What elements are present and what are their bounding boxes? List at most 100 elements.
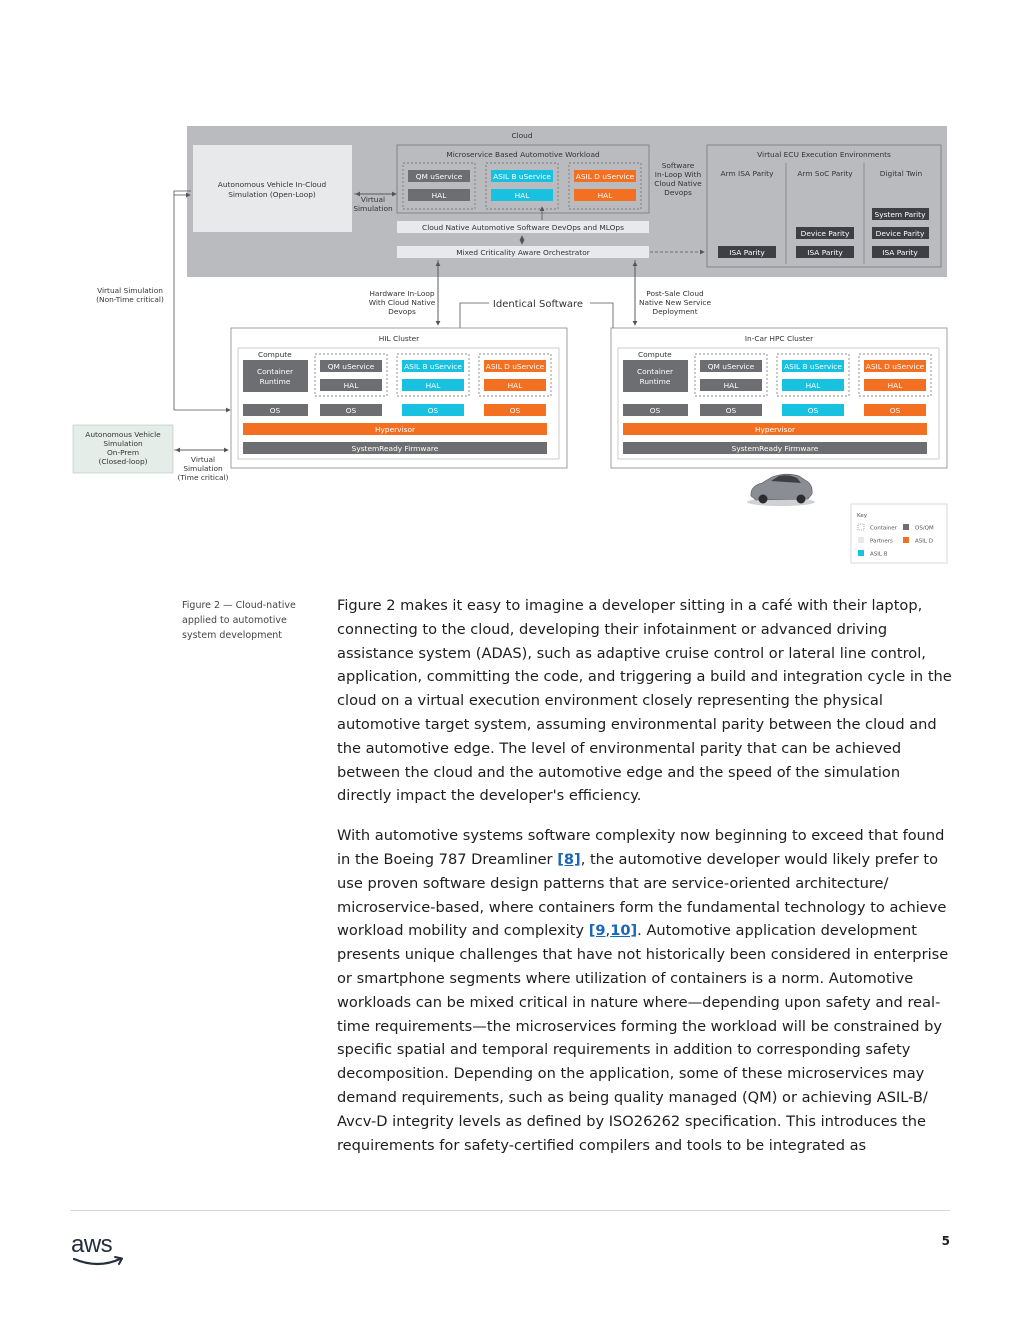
hil-devops-line2: With Cloud Native [369,298,436,307]
aws-logo: aws [70,1231,130,1272]
car-runtime-line1: Container [637,367,674,376]
cloud-asilb-hal-label: HAL [515,191,531,200]
hil-asild-service-label: ASIL D uService [486,362,545,371]
car-runtime-box [623,360,688,392]
car-os-host-label: OS [650,406,661,415]
hil-cluster-title: HIL Cluster [379,334,420,343]
sil-line4: Devops [664,188,692,197]
footer-divider [70,1210,950,1211]
ecu-col3-device-label: Device Parity [876,229,925,238]
car-asilb-service-label: ASIL B uService [784,362,842,371]
ad-sim-cloud-line1: Autonomous Vehicle In-Cloud [218,180,327,189]
legend: Key Container OS/QM Partners ASIL D ASIL… [850,503,948,564]
hil-os-host-label: OS [270,406,281,415]
paragraph-1: Figure 2 makes it easy to imagine a deve… [337,597,952,805]
virtual-sim-cloud-line2: Simulation [353,204,393,213]
hil-hypervisor-label: Hypervisor [375,425,416,434]
hil-runtime-line1: Container [257,367,294,376]
legend-swatch-asilb [858,550,864,556]
workload-box [396,144,650,214]
cloud-to-hil-sim-line [173,190,231,413]
hil-os-host [243,404,308,416]
ecu-col1-title: Arm ISA Parity [721,169,775,178]
hil-asilb-service-label: ASIL B uService [404,362,462,371]
legend-title: Key [857,513,868,519]
hil-container-asild [478,353,552,397]
car-os-asild-label: OS [890,406,901,415]
ecu-col2-device [796,227,854,239]
cloud-title: Cloud [511,131,532,140]
paragraph-2-part-3: . Automotive application development pre… [337,922,949,1154]
legend-swatch-osqm [903,524,909,530]
car-runtime-line2: Runtime [640,377,671,386]
cloud-qm-hal-label: HAL [432,191,448,200]
virtual-rt-line3: (Time critical) [178,473,229,482]
figure-caption: Figure 2 — Cloud-native applied to autom… [182,600,296,641]
legend-swatch-partners [858,537,864,543]
virtual-nonrt-line1: Virtual Simulation [97,286,163,295]
car-qm-hal-label: HAL [724,381,740,390]
ecu-col1-isa-label: ISA Parity [729,248,765,257]
car-container-asild [858,353,932,397]
hil-os-asild-label: OS [510,406,521,415]
hil-compute-frame [237,347,560,460]
cloud-container-asild [568,162,642,210]
hil-container-asilb [396,353,470,397]
ecu-box [706,144,942,268]
reference-link-9[interactable]: [9 [588,922,606,940]
ecu-col2-title: Arm SoC Parity [797,169,853,178]
cloud-asild-service-label: ASIL D uService [576,172,635,181]
hil-qm-hal-label: HAL [344,381,360,390]
hil-asild-hal [484,379,546,391]
car-asilb-service [782,360,844,372]
identical-software-label: Identical Software [493,299,583,310]
ecu-col3-isa [872,246,929,258]
orchestrator-bar [397,246,649,258]
reference-link-10[interactable]: 10] [610,922,638,940]
car-firmware-label: SystemReady Firmware [732,444,819,453]
virtual-rt-line2: Simulation [183,464,223,473]
legend-swatch-asild [903,537,909,543]
car-asild-hal [864,379,926,391]
car-asilb-hal-label: HAL [806,381,822,390]
postsale-line3: Deployment [652,307,697,316]
car-icon [747,473,815,506]
legend-frame [850,503,948,564]
hil-firmware [243,442,547,454]
architecture-figure: Cloud Autonomous Vehicle In-Cloud Simula… [0,0,1020,580]
postsale-line2: Native New Service [639,298,712,307]
car-hypervisor [623,423,927,435]
ecu-col3-isa-label: ISA Parity [882,248,918,257]
cloud-qm-hal [408,189,470,201]
ecu-col2-device-label: Device Parity [801,229,850,238]
hil-devops-line1: Hardware In-Loop [369,289,435,298]
page-number: 5 [941,1234,950,1248]
car-container-asilb [776,353,850,397]
reference-link-8[interactable]: [8] [557,850,581,868]
architecture-diagram: Cloud Autonomous Vehicle In-Cloud Simula… [72,126,948,564]
car-cluster-title: In-Car HPC Cluster [745,334,814,343]
cloud-asild-hal [574,189,636,201]
paragraph-2-part-2: , the automotive developer would likely … [337,850,947,940]
hil-os-asilb-label: OS [428,406,439,415]
car-asild-hal-label: HAL [888,381,904,390]
paragraph-2-part-1: With automotive systems software complex… [337,827,945,868]
cloud-asilb-service-label: ASIL B uService [493,172,551,181]
postsale-line1: Post-Sale Cloud [646,289,704,298]
car-qm-hal [700,379,762,391]
ecu-col3-title: Digital Twin [880,169,923,178]
ecu-col2-isa [796,246,854,258]
hil-container-qm [314,353,388,397]
cloud-asild-service [574,170,636,182]
virtual-sim-cloud-line1: Virtual [361,195,385,204]
cloud-asilb-hal [491,189,553,201]
cloud-container-qm [402,162,476,210]
hil-os-qm [320,404,382,416]
car-qm-service-label: QM uService [708,362,755,371]
sil-line2: In-Loop With [655,170,702,179]
car-asilb-hal [782,379,844,391]
legend-label-asilb: ASIL B [870,552,888,558]
hil-runtime-box [243,360,308,392]
ad-sim-cloud-line2: Simulation (Open-Loop) [228,190,316,199]
car-os-host [623,404,688,416]
